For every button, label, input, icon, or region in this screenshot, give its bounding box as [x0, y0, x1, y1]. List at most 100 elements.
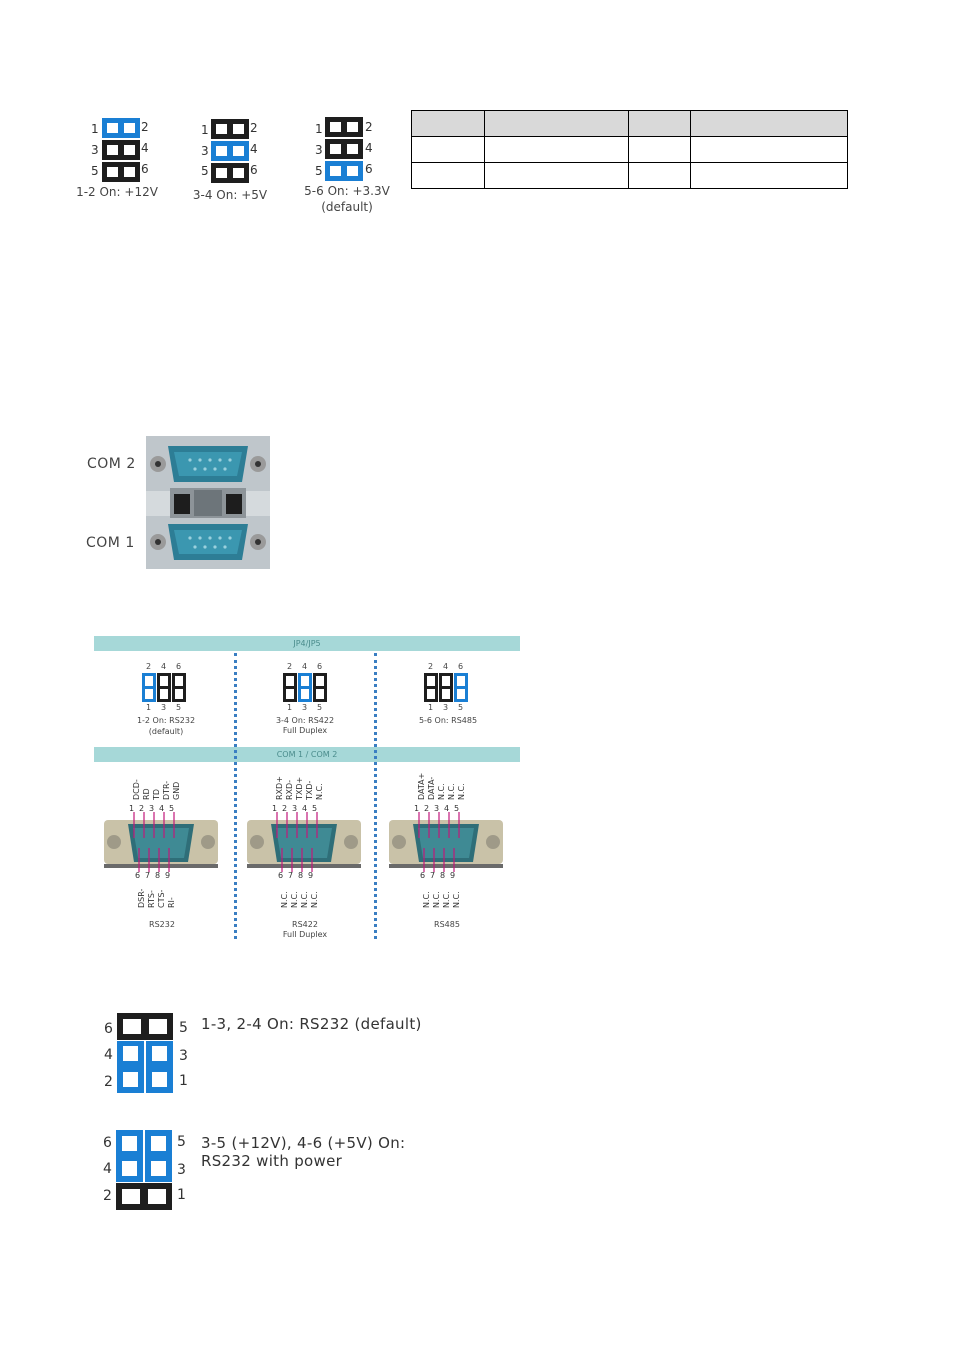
db9-bottom-pin-number: 9 [165, 871, 171, 880]
pin-label: 1 [177, 1187, 186, 1203]
table-header-row [411, 110, 848, 137]
option-caption: 1-3, 2-4 On: RS232 (default) [201, 1015, 422, 1033]
db9-bottom-pin-label: DSR- [137, 888, 146, 908]
db9-connector-icon [104, 812, 218, 872]
db9-bottom-pin-number: 7 [145, 871, 151, 880]
jumper-caption: 1-2 On: +12V [76, 185, 158, 199]
db9-top-pin-number: 3 [434, 804, 440, 813]
table-cell [628, 136, 691, 163]
diagram-band-jumper: JP4/JP5 [94, 636, 520, 651]
table-cell [484, 136, 629, 163]
jumper-block-graphic [117, 1013, 173, 1093]
pin-label: 6 [141, 162, 149, 176]
pin-label: 6 [103, 1135, 112, 1151]
db9-top-pin-label: TXD+ [295, 776, 304, 800]
pin-label: 3 [315, 143, 323, 157]
mode-name: RS422 [292, 920, 318, 929]
pin-num: 5 [317, 703, 323, 712]
db9-top-pin-label: DCD- [132, 779, 141, 800]
db9-bottom-pin-label: N.C. [310, 891, 319, 908]
diagram-band-com: COM 1 / COM 2 [94, 747, 520, 762]
pin-num: 5 [458, 703, 464, 712]
pin-label: 5 [201, 164, 209, 178]
db9-top-pin-number: 2 [424, 804, 430, 813]
divider [374, 653, 377, 939]
mode-caption: 3-4 On: RS422 [275, 716, 335, 725]
mode-caption: 5-6 On: RS485 [418, 716, 478, 725]
mode-name: RS232 [149, 920, 175, 929]
pin-label: 3 [177, 1162, 186, 1178]
mode-note: (default) [148, 727, 184, 736]
db9-bottom-pin-label: N.C. [422, 891, 431, 908]
pin-num: 3 [161, 703, 167, 712]
db9-top-pin-label: TD [152, 788, 161, 800]
db9-bottom-pin-label: N.C. [280, 891, 289, 908]
com1-label: COM 1 [86, 535, 135, 551]
db9-top-pin-number: 2 [282, 804, 288, 813]
pin-label: 2 [103, 1188, 112, 1204]
jumper-block-graphic [142, 673, 186, 702]
pin-label: 4 [141, 141, 149, 155]
db9-bottom-pin-number: 7 [430, 871, 436, 880]
db9-bottom-pin-number: 9 [450, 871, 456, 880]
db9-top-pin-label: DATA- [427, 776, 436, 800]
jumper-caption: 5-6 On: +3.3V [304, 184, 390, 198]
db9-bottom-pin-label: N.C. [452, 891, 461, 908]
db9-bottom-pin-label: CTS- [157, 889, 166, 908]
pin-num: 2 [287, 662, 293, 671]
pin-num: 4 [161, 662, 167, 671]
db9-bottom-pin-number: 8 [440, 871, 446, 880]
pin-label: 3 [91, 143, 99, 157]
jumper-caption-note: (default) [321, 200, 373, 214]
db9-top-pin-label: DTR- [162, 780, 171, 800]
db9-bottom-pin-number: 6 [278, 871, 284, 880]
table-row [411, 136, 848, 163]
db9-top-pin-number: 3 [292, 804, 298, 813]
db9-top-pin-label: DATA+ [417, 772, 426, 800]
com2-label: COM 2 [87, 456, 136, 472]
db9-top-pin-number: 5 [312, 804, 318, 813]
pin-label: 1 [91, 122, 99, 136]
pin-label: 3 [201, 144, 209, 158]
mode-caption: 1-2 On: RS232 [136, 716, 196, 725]
pin-num: 6 [176, 662, 182, 671]
db9-bottom-pin-label: RI- [167, 897, 176, 908]
db9-top-pin-number: 5 [454, 804, 460, 813]
pin-label: 5 [91, 164, 99, 178]
db9-bottom-pin-number: 7 [288, 871, 294, 880]
pin-label: 6 [250, 163, 258, 177]
db9-top-pin-number: 4 [302, 804, 308, 813]
db9-top-pin-number: 3 [149, 804, 155, 813]
jumper-settings-table [411, 110, 848, 189]
db9-bottom-pin-number: 6 [135, 871, 141, 880]
pin-label: 5 [315, 164, 323, 178]
pin-num: 2 [146, 662, 152, 671]
table-row [411, 162, 848, 189]
jumper-block [102, 118, 140, 186]
pin-label: 2 [250, 121, 258, 135]
pin-num: 6 [458, 662, 464, 671]
db9-top-pin-label: N.C. [447, 783, 456, 800]
pin-num: 3 [302, 703, 308, 712]
pin-num: 4 [443, 662, 449, 671]
jumper-block-graphic [102, 118, 140, 182]
table-cell [411, 136, 485, 163]
table-cell [628, 110, 691, 137]
jumper-block-graphic [211, 119, 249, 183]
db9-top-pin-number: 1 [129, 804, 135, 813]
table-cell [690, 110, 848, 137]
table-cell [411, 162, 485, 189]
db9-top-pin-number: 5 [169, 804, 175, 813]
option-caption: 3-5 (+12V), 4-6 (+5V) On: [201, 1134, 406, 1152]
db9-top-pin-label: N.C. [315, 783, 324, 800]
jumper-block-graphic [424, 673, 468, 702]
db9-bottom-pin-number: 8 [155, 871, 161, 880]
db9-top-pin-number: 4 [444, 804, 450, 813]
table-cell [484, 110, 629, 137]
mode-name: RS485 [434, 920, 460, 929]
pin-label: 6 [365, 162, 373, 176]
db9-top-pin-label: RXD+ [275, 776, 284, 800]
pin-label: 2 [365, 120, 373, 134]
pin-label: 4 [365, 141, 373, 155]
mode-note: Full Duplex [282, 726, 328, 735]
